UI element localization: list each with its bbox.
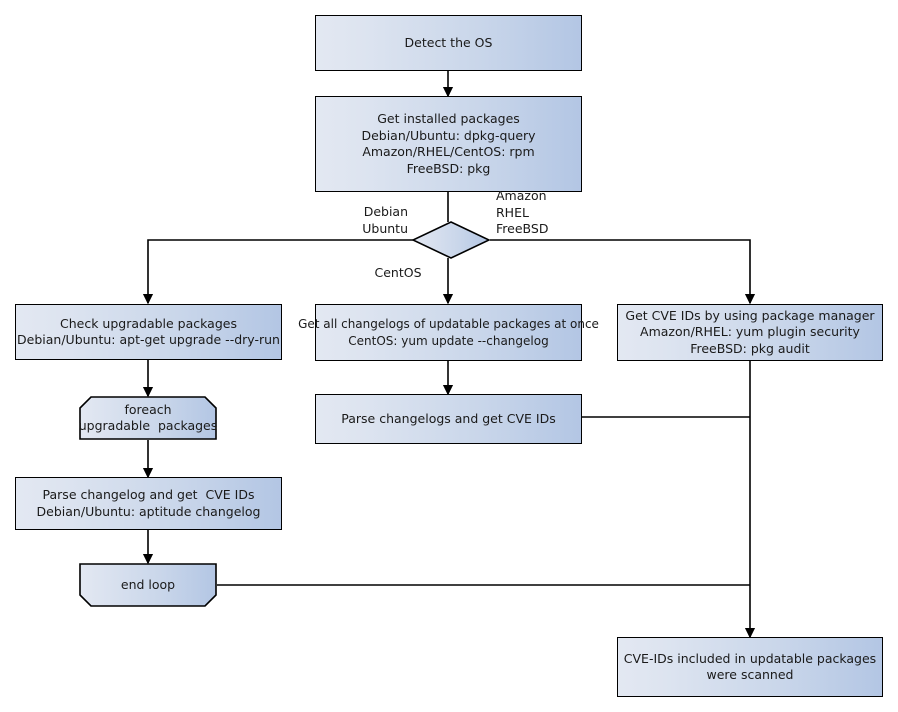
edge-decision-to-cve-pkgmgr (490, 239, 756, 305)
node-foreach-loop[interactable]: foreach upgradable packages (79, 396, 217, 440)
node-parse-changelog-debian-label: Parse changelog and get CVE IDs Debian/U… (36, 487, 261, 519)
loop-end-shape (79, 563, 217, 607)
node-get-installed-packages-label: Get installed packages Debian/Ubuntu: dp… (361, 111, 536, 176)
node-end-loop-text: end loop (79, 563, 217, 607)
node-get-cve-ids-package-manager-label: Get CVE IDs by using package manager Ama… (625, 307, 875, 356)
edge-label-centos: CentOS (374, 265, 422, 280)
node-end-loop-label: end loop (120, 576, 176, 592)
edge-label-amazon-rhel-freebsd: Amazon RHEL FreeBSD (496, 188, 549, 236)
edge-decision-to-check-upgradable (142, 239, 413, 305)
node-parse-changelogs-centos-label: Parse changelogs and get CVE IDs (341, 410, 556, 426)
edge-label-debian-ubuntu: Debian Ubuntu (362, 204, 408, 236)
node-parse-changelog-debian[interactable]: Parse changelog and get CVE IDs Debian/U… (15, 477, 282, 530)
node-scan-complete[interactable]: CVE-IDs included in updatable packages w… (617, 637, 883, 697)
node-parse-changelogs-centos[interactable]: Parse changelogs and get CVE IDs (315, 394, 582, 444)
diamond-shape (411, 221, 491, 259)
node-get-all-changelogs-label: Get all changelogs of updatable packages… (298, 317, 599, 348)
node-detect-os[interactable]: Detect the OS (315, 15, 582, 71)
node-os-decision[interactable] (411, 221, 491, 259)
node-foreach-loop-label: foreach upgradable packages (78, 401, 218, 434)
node-detect-os-label: Detect the OS (404, 34, 493, 50)
node-get-all-changelogs[interactable]: Get all changelogs of updatable packages… (298, 304, 599, 361)
node-get-installed-packages[interactable]: Get installed packages Debian/Ubuntu: dp… (315, 96, 582, 192)
node-check-upgradable-packages[interactable]: Check upgradable packages Debian/Ubuntu:… (15, 304, 282, 360)
node-end-loop[interactable]: end loop (79, 563, 217, 607)
node-check-upgradable-packages-label: Check upgradable packages Debian/Ubuntu:… (17, 315, 280, 348)
loop-start-shape (79, 396, 217, 440)
node-foreach-loop-text: foreach upgradable packages (78, 396, 218, 440)
node-get-cve-ids-package-manager[interactable]: Get CVE IDs by using package manager Ama… (617, 304, 883, 361)
node-scan-complete-label: CVE-IDs included in updatable packages w… (623, 650, 877, 683)
